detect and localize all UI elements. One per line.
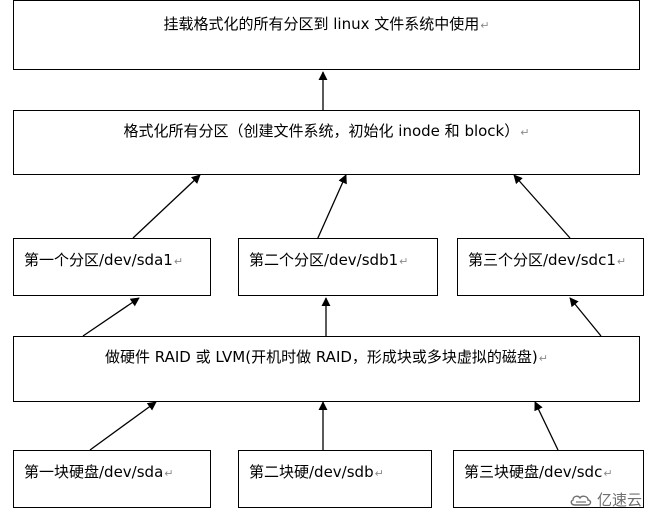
arrow-part1-to-format [132, 174, 201, 239]
watermark: 亿速云 [569, 489, 642, 510]
paragraph-mark-icon: ↵ [374, 467, 384, 480]
mount-filesystem-label: 挂载格式化的所有分区到 linux 文件系统中使用 [163, 15, 480, 33]
mount-filesystem-box: 挂载格式化的所有分区到 linux 文件系统中使用↵ [13, 0, 640, 70]
partition-box-2: 第二个分区/dev/sdb1↵ [238, 238, 438, 296]
raid-lvm-box: 做硬件 RAID 或 LVM(开机时做 RAID，形成块或多块虚拟的磁盘)↵ [13, 336, 640, 402]
arrow-part2-to-format [316, 174, 347, 241]
format-partitions-label: 格式化所有分区（创建文件系统，初始化 inode 和 block） [123, 122, 520, 140]
disk-label: 第三块硬盘/dev/sdc [464, 463, 603, 481]
paragraph-mark-icon: ↵ [480, 19, 490, 32]
disk-label: 第二块硬/dev/sdb [249, 463, 374, 481]
arrow-disk1-to-raid [89, 401, 157, 451]
arrow-raid-to-part1 [82, 297, 140, 337]
disk-box-1: 第一块硬盘/dev/sda↵ [13, 450, 211, 508]
paragraph-mark-icon: ↵ [603, 467, 613, 480]
disk-box-3: 第三块硬盘/dev/sdc↵ [453, 450, 644, 508]
paragraph-mark-icon: ↵ [164, 467, 174, 480]
paragraph-mark-icon: ↵ [520, 126, 530, 139]
paragraph-mark-icon: ↵ [399, 255, 409, 268]
paragraph-mark-icon: ↵ [616, 255, 627, 268]
format-partitions-box: 格式化所有分区（创建文件系统，初始化 inode 和 block）↵ [13, 110, 640, 175]
cloud-logo-icon [570, 495, 592, 506]
partition-label: 第二个分区/dev/sdb1 [249, 251, 399, 269]
paragraph-mark-icon: ↵ [173, 255, 184, 268]
disk-box-2: 第二块硬/dev/sdb↵ [238, 450, 432, 508]
paragraph-mark-icon: ↵ [538, 352, 548, 365]
raid-lvm-label: 做硬件 RAID 或 LVM(开机时做 RAID，形成块或多块虚拟的磁盘) [104, 348, 538, 366]
arrow-raid-to-part3 [569, 297, 602, 337]
disk-label: 第一块硬盘/dev/sda [24, 463, 164, 481]
partition-label: 第一个分区/dev/sda1 [24, 251, 173, 269]
partition-box-3: 第三个分区/dev/sdc1↵ [457, 238, 644, 296]
partition-label: 第三个分区/dev/sdc1 [468, 251, 616, 269]
partition-box-1: 第一个分区/dev/sda1↵ [13, 238, 211, 296]
watermark-text: 亿速云 [596, 492, 642, 509]
arrow-part3-to-format [513, 174, 571, 239]
arrow-disk3-to-raid [534, 401, 559, 451]
